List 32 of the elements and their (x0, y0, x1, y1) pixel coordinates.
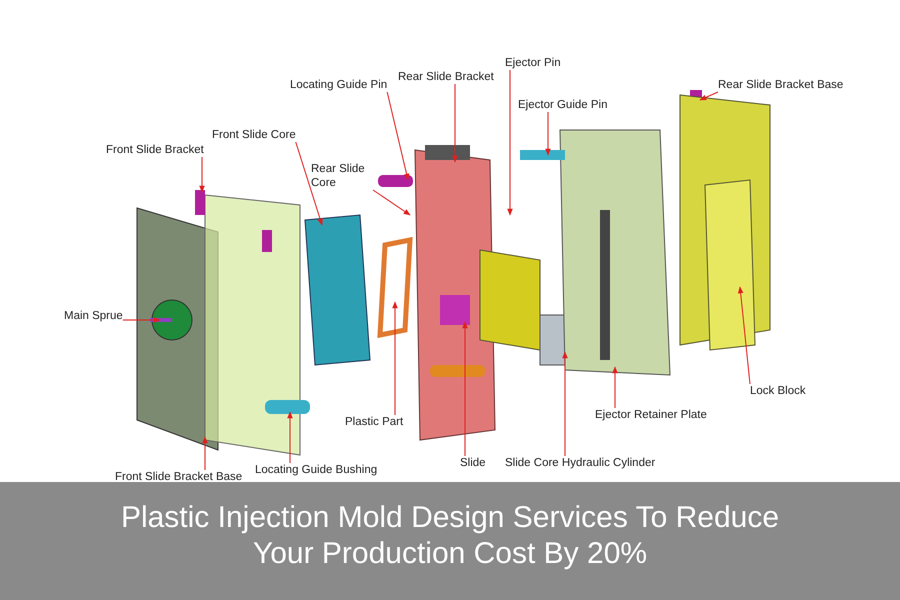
part-label: Main Sprue (64, 309, 123, 323)
part-label: Slide Core Hydraulic Cylinder (505, 456, 656, 470)
part-label: Front Slide Core (212, 128, 296, 142)
part-label: Rear Slide Bracket (398, 70, 494, 84)
part-label: Rear Slide Core (311, 162, 373, 190)
part-label: Front Slide Bracket (106, 143, 204, 157)
leader-line (462, 321, 468, 456)
leader-line (372, 190, 411, 216)
leader-line (202, 436, 208, 470)
leader-line (122, 317, 161, 323)
leader-line (392, 301, 398, 416)
part-label: Ejector Retainer Plate (595, 408, 707, 422)
part-label: Front Slide Bracket Base (115, 470, 242, 484)
caption: Plastic Injection Mold Design Services To Reduce Your Production Cost By 20% (120, 500, 780, 572)
leader-line (199, 156, 205, 193)
leader-line (507, 70, 513, 216)
part-label: Ejector Pin (505, 56, 561, 70)
part-label: Lock Block (750, 384, 806, 398)
leader-line (295, 142, 323, 226)
part-label: Rear Slide Bracket Base (718, 78, 844, 92)
leader-line (452, 84, 458, 163)
leader-line (738, 286, 750, 384)
leader-line (545, 112, 551, 156)
leader-line (562, 351, 568, 456)
part-label: Plastic Part (345, 415, 404, 429)
leader-line (386, 92, 410, 181)
part-label: Locating Guide Bushing (255, 463, 378, 477)
part-label: Locating Guide Pin (290, 78, 388, 92)
leader-line (612, 366, 618, 408)
leader-line (699, 92, 718, 100)
part-label: Slide (460, 456, 486, 470)
part-label: Ejector Guide Pin (518, 98, 608, 112)
